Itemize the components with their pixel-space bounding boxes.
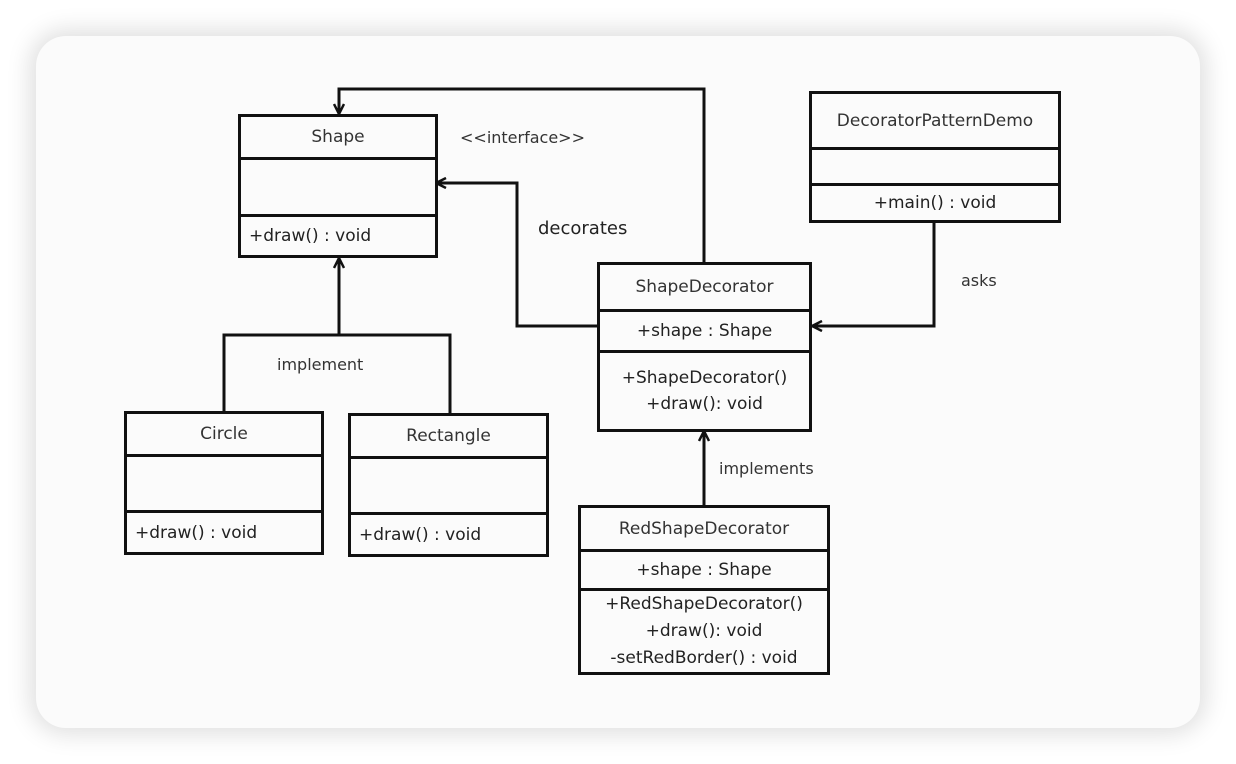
class-demo-name-section: DecoratorPatternDemo — [812, 94, 1058, 147]
class-shape-attributes-section — [241, 157, 435, 214]
class-redshapedecorator-attributes-section: +shape : Shape — [581, 549, 827, 588]
connector-shapedecorator-to-shape-top — [339, 87, 706, 263]
implements-label: implements — [719, 459, 814, 478]
class-red-shape-decorator[interactable]: RedShapeDecorator +shape : Shape +RedSha… — [578, 505, 830, 675]
method: +draw() : void — [249, 226, 372, 246]
stereotype-label: <<interface>> — [460, 128, 585, 147]
class-shape[interactable]: Shape +draw() : void — [238, 114, 438, 258]
class-decorator-pattern-demo[interactable]: DecoratorPatternDemo +main() : void — [809, 91, 1061, 223]
class-shapedecorator-name-section: ShapeDecorator — [600, 265, 809, 309]
method: +ShapeDecorator() — [621, 368, 788, 388]
class-shape-decorator[interactable]: ShapeDecorator +shape : Shape +ShapeDeco… — [597, 262, 812, 432]
implement-label: implement — [277, 355, 364, 374]
method: +RedShapeDecorator() — [605, 594, 803, 614]
method: +draw() : void — [135, 522, 258, 543]
class-rectangle-methods-section: +draw() : void — [351, 512, 546, 554]
class-rectangle[interactable]: Rectangle +draw() : void — [348, 413, 549, 557]
class-shape-name-section: Shape — [241, 117, 435, 157]
class-redshapedecorator-name-section: RedShapeDecorator — [581, 508, 827, 549]
connector-decorates — [436, 183, 598, 328]
decorates-label: decorates — [538, 218, 628, 239]
asks-label: asks — [961, 271, 997, 290]
class-shapedecorator-methods-section: +ShapeDecorator() +draw(): void — [600, 350, 809, 429]
class-circle[interactable]: Circle +draw() : void — [124, 411, 324, 555]
attribute: +shape : Shape — [636, 560, 772, 581]
attribute: +shape : Shape — [636, 321, 773, 341]
class-rectangle-name-section: Rectangle — [351, 416, 546, 456]
class-circle-attributes-section — [127, 454, 321, 510]
class-name: DecoratorPatternDemo — [836, 110, 1034, 131]
class-name: Rectangle — [406, 426, 491, 446]
class-demo-methods-section: +main() : void — [812, 183, 1058, 220]
class-name: RedShapeDecorator — [618, 518, 790, 539]
method: +draw() : void — [359, 524, 482, 545]
connector-asks — [812, 222, 936, 326]
method: +main() : void — [873, 193, 997, 213]
class-demo-attributes-section — [812, 147, 1058, 183]
method: +draw(): void — [645, 621, 763, 641]
class-shapedecorator-attributes-section: +shape : Shape — [600, 309, 809, 350]
class-shape-methods-section: +draw() : void — [241, 214, 435, 255]
class-name: Shape — [311, 127, 365, 147]
class-name: Circle — [200, 424, 248, 444]
class-redshapedecorator-methods-section: +RedShapeDecorator() +draw(): void -setR… — [581, 588, 827, 672]
class-rectangle-attributes-section — [351, 456, 546, 512]
method: +draw(): void — [646, 394, 763, 414]
class-name: ShapeDecorator — [635, 277, 774, 297]
class-circle-name-section: Circle — [127, 414, 321, 454]
class-circle-methods-section: +draw() : void — [127, 510, 321, 552]
method: -setRedBorder() : void — [610, 648, 798, 668]
connector-implement-circle — [222, 333, 452, 413]
